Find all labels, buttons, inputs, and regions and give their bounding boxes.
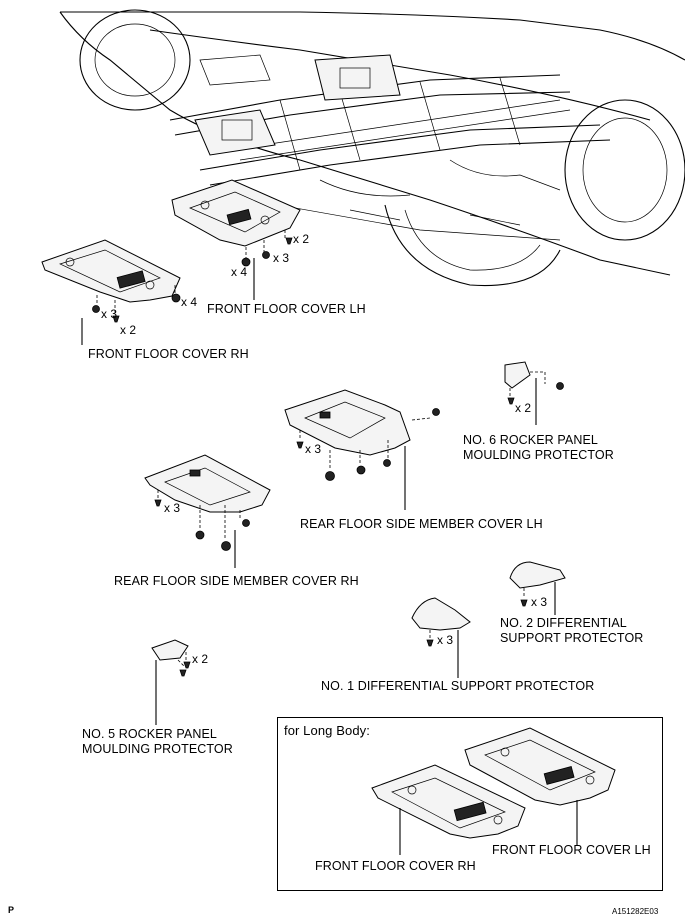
long-body-title: for Long Body: bbox=[284, 723, 370, 738]
figure-code: A151282E03 bbox=[612, 907, 659, 916]
front-floor-cover-rh-part bbox=[41, 239, 181, 345]
label-no2-line1: NO. 2 DIFFERENTIAL bbox=[500, 616, 627, 630]
page-mark: P bbox=[8, 905, 15, 915]
qty-no6-x2: x 2 bbox=[515, 401, 532, 415]
label-no6-line2: MOULDING PROTECTOR bbox=[463, 448, 614, 462]
label-no5-line2: MOULDING PROTECTOR bbox=[82, 742, 233, 756]
qty-lh-x4: x 4 bbox=[231, 265, 248, 279]
label-rear-floor-side-member-cover-rh: REAR FLOOR SIDE MEMBER COVER RH bbox=[114, 574, 359, 588]
vehicle-underbody bbox=[59, 9, 685, 287]
rear-floor-side-member-cover-rh-part bbox=[144, 454, 271, 568]
qty-rh-x2: x 2 bbox=[120, 323, 137, 337]
qty-lh-x2: x 2 bbox=[293, 232, 310, 246]
label-no2-line2: SUPPORT PROTECTOR bbox=[500, 631, 644, 645]
label-front-floor-cover-lh: FRONT FLOOR COVER LH bbox=[207, 302, 366, 316]
no5-rocker-panel-protector-part bbox=[151, 639, 191, 725]
qty-rear-rh-x3: x 3 bbox=[164, 501, 181, 515]
no6-rocker-panel-protector-part bbox=[504, 361, 564, 425]
qty-rear-lh-x3: x 3 bbox=[305, 442, 322, 456]
rear-floor-side-member-cover-lh-part bbox=[284, 389, 440, 510]
qty-no5-x2: x 2 bbox=[192, 652, 209, 666]
long-body-front-floor-cover-rh-part bbox=[371, 764, 526, 855]
label-long-body-front-floor-cover-rh: FRONT FLOOR COVER RH bbox=[315, 859, 476, 873]
qty-lh-x3: x 3 bbox=[273, 251, 290, 265]
qty-rh-x4: x 4 bbox=[181, 295, 198, 309]
label-front-floor-cover-rh: FRONT FLOOR COVER RH bbox=[88, 347, 249, 361]
no1-differential-support-protector-part bbox=[411, 597, 471, 678]
label-no6-line1: NO. 6 ROCKER PANEL bbox=[463, 433, 598, 447]
long-body-front-floor-cover-lh-part bbox=[464, 727, 616, 845]
front-floor-cover-lh-part bbox=[171, 179, 301, 300]
no2-differential-support-protector-part bbox=[509, 561, 566, 615]
label-no5-line1: NO. 5 ROCKER PANEL bbox=[82, 727, 217, 741]
label-long-body-front-floor-cover-lh: FRONT FLOOR COVER LH bbox=[492, 843, 651, 857]
qty-no2-x3: x 3 bbox=[531, 595, 548, 609]
label-rear-floor-side-member-cover-lh: REAR FLOOR SIDE MEMBER COVER LH bbox=[300, 517, 543, 531]
qty-rh-x3: x 3 bbox=[101, 307, 118, 321]
long-body-inset bbox=[277, 717, 663, 891]
qty-no1-x3: x 3 bbox=[437, 633, 454, 647]
label-no1-differential-support-protector: NO. 1 DIFFERENTIAL SUPPORT PROTECTOR bbox=[321, 679, 595, 693]
